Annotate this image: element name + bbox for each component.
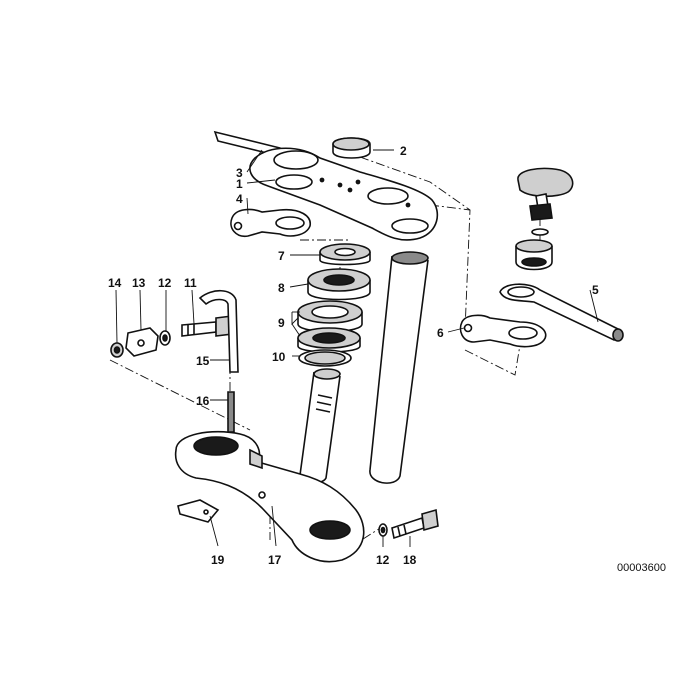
- callout-16: 16: [196, 394, 210, 408]
- callout-10: 10: [272, 350, 286, 364]
- callout-8: 8: [278, 281, 285, 295]
- bracket-part-6: [459, 314, 547, 348]
- callout-14: 14: [108, 276, 122, 290]
- knob-part-5: [515, 167, 574, 271]
- callout-2: 2: [400, 144, 407, 158]
- callout-12-lower: 12: [376, 553, 390, 567]
- bolt-part-11: [181, 315, 233, 337]
- cap-part-2: [332, 137, 371, 159]
- callout-1: 1: [236, 177, 243, 191]
- diagram-reference-number: 00003600: [617, 562, 666, 574]
- washer-part-12-lower: [378, 523, 388, 537]
- lower-fork-bridge-part-17: [174, 430, 365, 563]
- hose-part-15: [198, 289, 239, 373]
- callout-19: 19: [211, 553, 225, 567]
- bearing-part-9: [297, 300, 363, 353]
- leader-lines: [115, 149, 599, 547]
- callout-5: 5: [592, 283, 599, 297]
- fork-tube: [369, 251, 429, 484]
- callout-9: 9: [278, 316, 285, 330]
- callout-18: 18: [403, 553, 417, 567]
- callout-15: 15: [196, 354, 210, 368]
- bolt-part-18: [391, 508, 439, 540]
- bracket-part-13: [125, 327, 159, 357]
- callout-7: 7: [278, 249, 285, 263]
- nut-part-7: [319, 243, 371, 266]
- pin-part-16: [227, 391, 235, 433]
- bearing-race-part-8: [307, 268, 371, 301]
- callout-13: 13: [132, 276, 146, 290]
- callout-17: 17: [268, 553, 282, 567]
- steering-stem: [299, 368, 341, 484]
- upper-fork-bridge-part-1: [249, 147, 439, 241]
- callout-3: 3: [236, 166, 243, 180]
- seal-part-10: [298, 349, 352, 367]
- washer-part-12-upper: [159, 330, 171, 346]
- nut-part-14: [110, 342, 124, 358]
- callout-4: 4: [236, 192, 243, 206]
- bracket-part-4: [230, 208, 311, 238]
- clip-part-19: [177, 499, 220, 523]
- callout-6: 6: [437, 326, 444, 340]
- clamp-rod-part-5: [499, 283, 624, 342]
- callout-11: 11: [184, 276, 197, 290]
- callout-12-upper: 12: [158, 276, 172, 290]
